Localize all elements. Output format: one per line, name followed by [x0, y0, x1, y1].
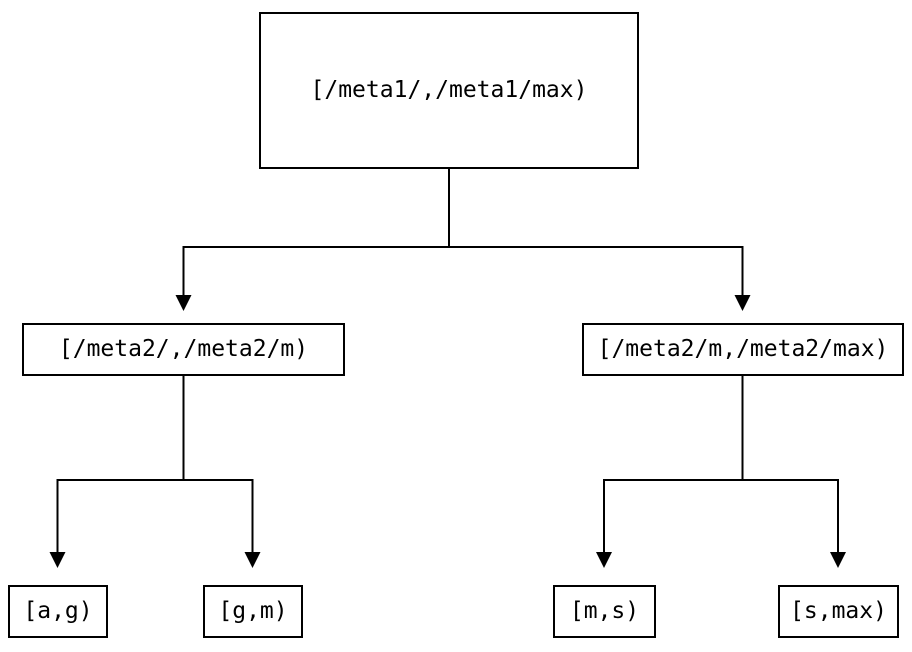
arrowhead-down-icon — [596, 552, 612, 568]
arrowhead-down-icon — [734, 295, 751, 311]
node-meta2-high-label: [/meta2/m,/meta2/max) — [597, 336, 889, 362]
node-root: [/meta1/,/meta1/max) — [259, 12, 639, 169]
node-leaf-g-m: [g,m) — [203, 585, 303, 638]
edge-meta2low-branch — [56, 479, 254, 553]
arrowhead-down-icon — [175, 295, 192, 311]
node-meta2-low-label: [/meta2/,/meta2/m) — [58, 336, 309, 362]
node-leaf-s-max: [s,max) — [778, 585, 899, 638]
arrowhead-down-icon — [244, 552, 261, 568]
node-leaf-a-g: [a,g) — [8, 585, 108, 638]
edge-root-branch — [182, 246, 744, 296]
node-leaf-m-s: [m,s) — [553, 585, 656, 638]
arrowhead-down-icon — [49, 552, 66, 568]
node-leaf-m-s-label: [m,s) — [569, 598, 640, 624]
node-leaf-s-max-label: [s,max) — [790, 598, 887, 624]
node-leaf-g-m-label: [g,m) — [218, 598, 288, 624]
node-root-label: [/meta1/,/meta1/max) — [310, 77, 588, 103]
node-leaf-a-g-label: [a,g) — [23, 598, 93, 624]
node-meta2-low: [/meta2/,/meta2/m) — [22, 323, 345, 376]
node-meta2-high: [/meta2/m,/meta2/max) — [582, 323, 904, 376]
arrowhead-down-icon — [830, 552, 846, 568]
edge-meta2high-branch — [603, 479, 839, 553]
